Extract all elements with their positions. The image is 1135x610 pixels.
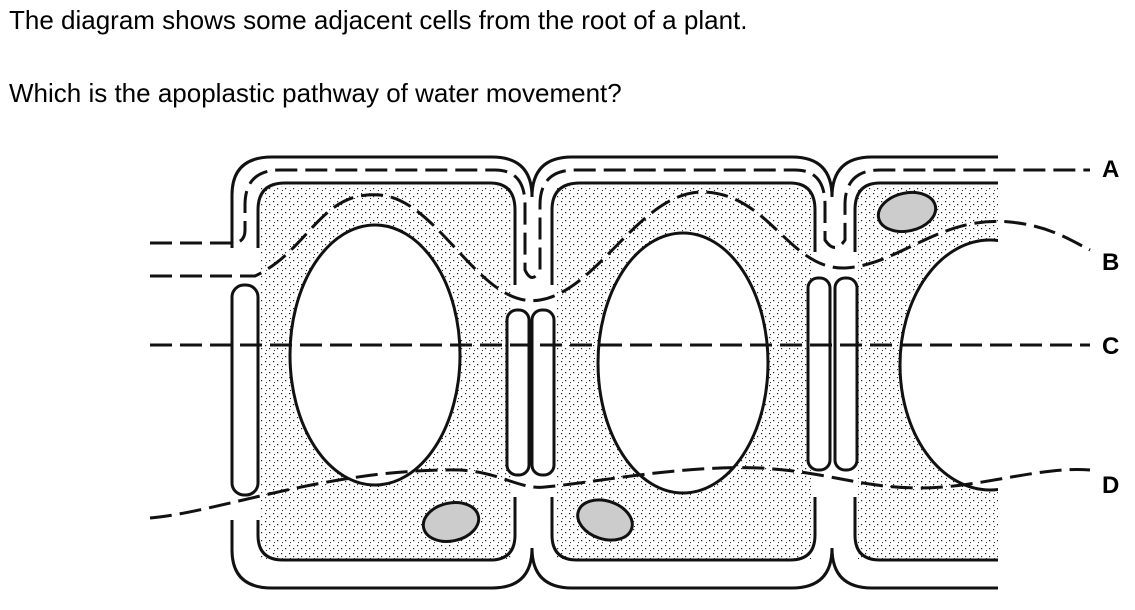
- question-prompt: Which is the apoplastic pathway of water…: [9, 78, 622, 108]
- wall-2a: [806, 276, 832, 472]
- cell-wall-top-outer: [230, 155, 998, 248]
- vacuole-3: [898, 238, 998, 492]
- cell-wall-bottom-outer: [230, 520, 998, 590]
- question-stem: The diagram shows some adjacent cells fr…: [9, 5, 748, 35]
- wall-1b: [530, 308, 556, 477]
- organelle-1: [876, 190, 938, 234]
- label-a: A: [1102, 156, 1119, 183]
- vacuole-1: [288, 223, 462, 487]
- label-b: B: [1102, 249, 1119, 276]
- pathway-a-line: [150, 168, 1090, 279]
- wall-left: [230, 283, 260, 497]
- wall-2b: [833, 276, 859, 472]
- organelle-2: [421, 501, 481, 543]
- vacuole-2: [596, 231, 770, 495]
- label-c: C: [1102, 333, 1119, 360]
- cell-wall-top-inner: [256, 181, 517, 285]
- cell-wall-bottom-inner: [256, 497, 517, 562]
- pathway-d-line: [149, 466, 1091, 520]
- wall-1a: [505, 308, 531, 477]
- organelle-3: [576, 498, 634, 542]
- pathway-b-line: [150, 190, 1091, 303]
- label-d: D: [1102, 472, 1119, 499]
